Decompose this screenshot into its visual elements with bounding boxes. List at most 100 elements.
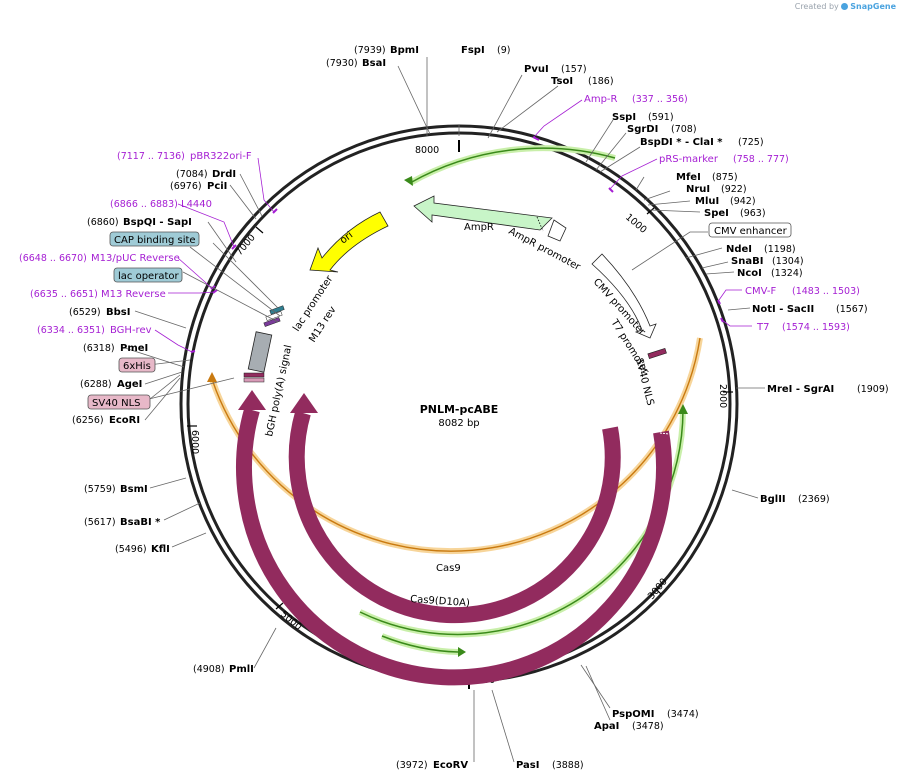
tick-label-1000: 1000 <box>623 212 649 236</box>
site-name-pvui: PvuI <box>524 64 549 75</box>
site-name-ncoi: NcoI <box>737 268 762 279</box>
cap-binding-marker <box>269 305 285 315</box>
ori-arrow <box>309 211 389 273</box>
primer-tick-pbr322ori-f <box>272 208 278 214</box>
site-name-bbsi: BbsI <box>106 307 130 318</box>
green-orf-1-line <box>359 409 684 636</box>
site-pos-bpmi: (7939) <box>354 45 386 56</box>
primer-name-t7: T7 <box>756 322 769 333</box>
green-orf-1-arrowhead <box>678 404 688 414</box>
cap-binding-site-box <box>109 231 200 247</box>
site-name-bspqi-sapi: BspQI - SapI <box>123 217 192 228</box>
his6-marker <box>243 372 265 378</box>
lac-operator-marker <box>263 317 281 327</box>
site-pos-kfli: (5496) <box>115 544 147 555</box>
site-pos-mrei-sgrai: (1909) <box>857 384 889 395</box>
plasmid-size: 8082 bp <box>438 418 479 429</box>
sv40-nls-marker-right <box>647 347 667 360</box>
site-name-pspomi: PspOMI <box>612 709 654 720</box>
site-name-pmei: PmeI <box>120 343 148 354</box>
primer-leader-lines <box>154 99 752 353</box>
tick-label-6000: 6000 <box>189 430 200 454</box>
site-pos-pmli: (4908) <box>193 664 225 675</box>
primer-range-m13-rev: (6635 .. 6651) <box>30 289 98 300</box>
cmv-promoter-arrow <box>591 253 657 339</box>
nls-marker-left <box>243 377 265 383</box>
site-pos-ndei: (1198) <box>764 244 796 255</box>
site-pos-pasi: (3888) <box>552 760 584 771</box>
primer-range-pbr322ori-f: (7117 .. 7136) <box>117 151 185 162</box>
cmv-enhancer-label: CMV enhancer <box>714 226 788 237</box>
site-name-bpmi: BpmI <box>390 45 419 56</box>
site-pos-ncoi: (1324) <box>771 268 803 279</box>
snapgene-watermark: Created by SnapGene <box>795 2 896 11</box>
site-name-sgrdi: SgrDI <box>627 124 658 135</box>
tick-1000 <box>646 207 655 215</box>
primer-name-m13-rev: M13 Reverse <box>101 289 166 300</box>
site-name-fspi: FspI <box>461 45 485 56</box>
primer-name-l4440: L4440 <box>181 199 212 210</box>
site-pos-drdi: (7084) <box>176 169 208 180</box>
green-orf-3-line <box>409 147 616 184</box>
primer-tick-prs-marker <box>608 187 614 193</box>
site-pos-sgrdi: (708) <box>671 124 697 135</box>
site-pos-bglii: (2369) <box>798 494 830 505</box>
feature-label-cas9: Cas9 <box>436 563 461 574</box>
site-pos-bsai: (7930) <box>326 58 358 69</box>
site-name-kfli: KflI <box>151 544 170 555</box>
site-name-mfei: MfeI <box>676 172 701 183</box>
green-orf-3-glow <box>408 145 616 186</box>
cas9-arrowhead <box>290 393 318 413</box>
site-name-mrei-sgrai: MreI - SgrAI <box>767 384 834 395</box>
plasmid-name: PNLM-pcABE <box>420 403 499 416</box>
site-pos-spei: (963) <box>740 208 766 219</box>
site-name-drdi: DrdI <box>212 169 236 180</box>
snapgene-logo-icon <box>841 3 849 10</box>
ticks <box>187 140 733 689</box>
tick-label-8000: 8000 <box>415 145 439 156</box>
feature-label-bgh-signal: bGH poly(A) signal <box>264 344 294 438</box>
watermark-brand: SnapGene <box>850 2 896 11</box>
ampr-promoter-arrow <box>547 219 567 242</box>
site-name-bsabi: BsaBI * <box>120 517 161 528</box>
site-pos-agei: (6288) <box>80 379 112 390</box>
green-orf-2-glow <box>380 633 459 655</box>
cas9-d10a-arrowhead <box>238 390 266 410</box>
sv40-nls-box-label: SV40 NLS <box>92 398 141 409</box>
tick-5000 <box>275 602 284 610</box>
site-name-noti-sacii: NotI - SacII <box>752 304 814 315</box>
lac-operator-box <box>113 267 183 283</box>
leader-lines <box>124 57 765 763</box>
site-name-ndei: NdeI <box>726 244 752 255</box>
site-pos-noti-sacii: (1567) <box>836 304 868 315</box>
site-pos-nrui: (922) <box>721 184 747 195</box>
feature-label-sv40-nls: SV40 NLS <box>633 357 655 407</box>
site-pos-apai: (3478) <box>632 721 664 732</box>
site-pos-mlui: (942) <box>730 196 756 207</box>
watermark-created-by: Created by <box>794 2 839 11</box>
lac-promoter-marker <box>265 311 283 321</box>
his6-box <box>118 357 156 373</box>
primer-name-bgh-rev: BGH-rev <box>110 325 152 336</box>
feature-label-cas9-d10a: Cas9(D10A) <box>410 594 470 609</box>
site-name-pmli: PmlI <box>229 664 254 675</box>
site-pos-ecori: (6256) <box>72 415 104 426</box>
green-orf-2-line <box>381 635 459 653</box>
site-pos-bbsi: (6529) <box>69 307 101 318</box>
primer-tick-amp-r <box>532 136 540 141</box>
site-name-apai: ApaI <box>594 721 619 732</box>
primer-name-m13-puc: M13/pUC Reverse <box>91 253 180 264</box>
green-orf-2-arrowhead <box>458 647 466 657</box>
site-pos-tsoi: (186) <box>588 76 614 87</box>
site-name-bglii: BglII <box>760 494 786 505</box>
site-name-bspdi-clai: BspDI * - ClaI * <box>640 137 723 148</box>
site-pos-mfei: (875) <box>712 172 738 183</box>
site-name-sspi: SspI <box>612 112 636 123</box>
his6-box-label: 6xHis <box>123 361 151 372</box>
ampr-dashed-edge <box>536 216 544 232</box>
site-name-spei: SpeI <box>704 208 729 219</box>
cas9-d10a-arc <box>236 407 673 686</box>
site-name-bsmi: BsmI <box>120 484 148 495</box>
primer-name-cmv-f: CMV-F <box>745 286 776 297</box>
